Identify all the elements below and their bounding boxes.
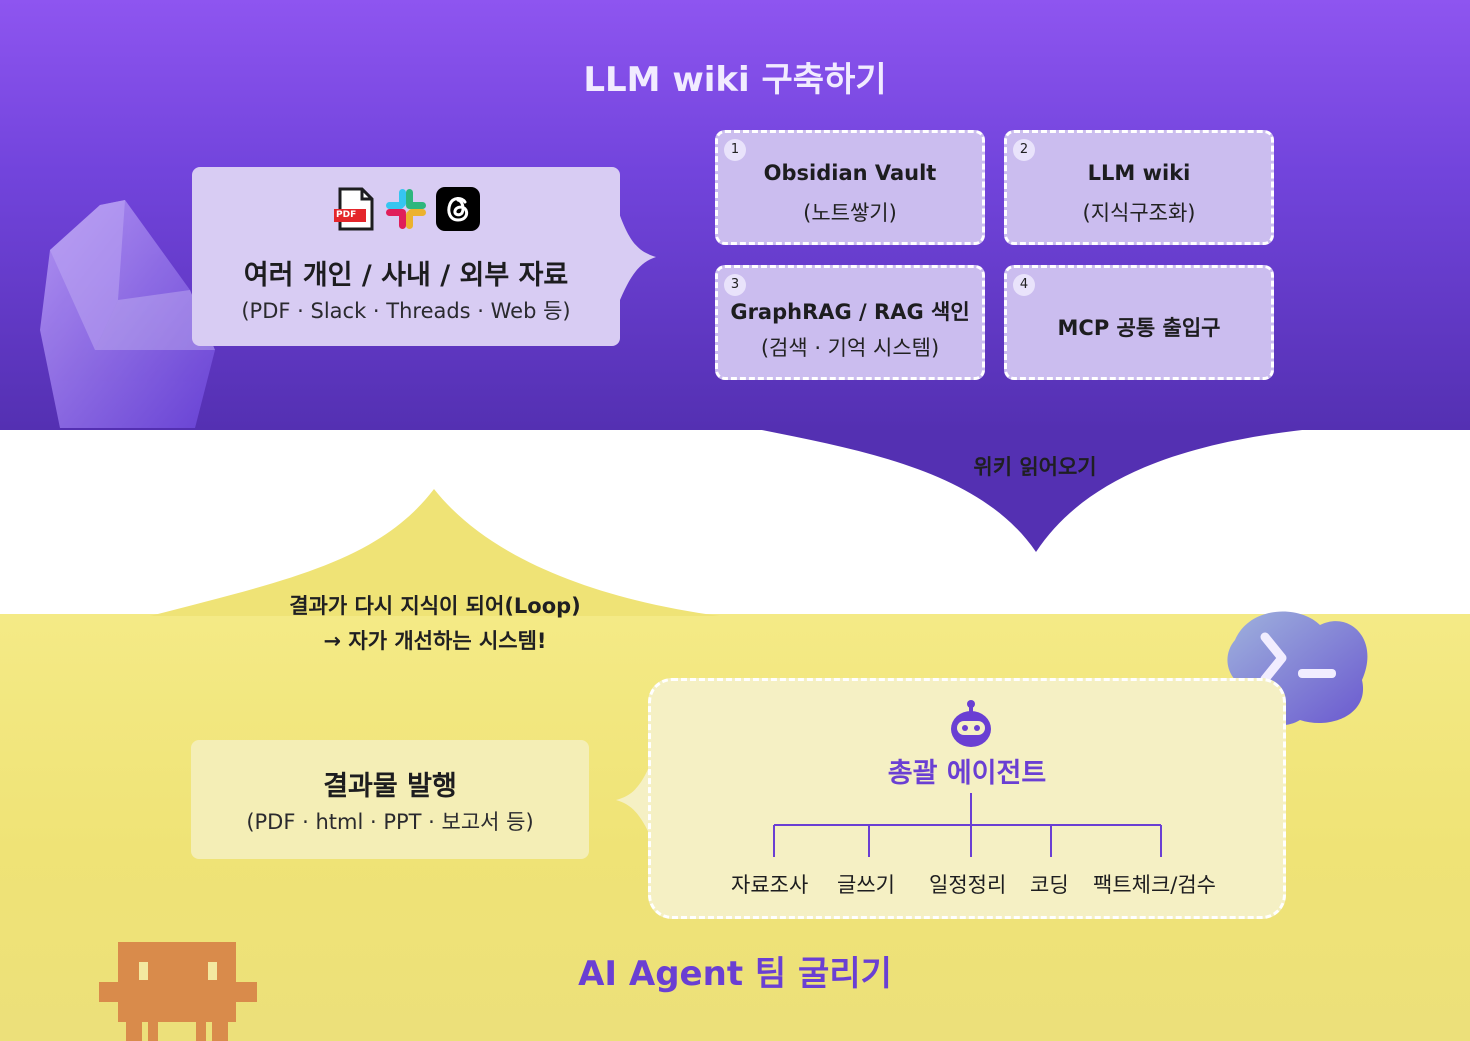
step-1-title: Obsidian Vault (763, 161, 937, 185)
read-wiki-arrow (752, 428, 1320, 552)
loop-arrow (150, 489, 720, 616)
worker-research: 자료조사 (731, 873, 809, 897)
step-4-number: 4 (1013, 274, 1035, 296)
source-box-title: 여러 개인 / 사내 / 외부 자료 (243, 260, 569, 291)
robot-icon (951, 700, 991, 747)
step-2-number: 2 (1013, 139, 1035, 161)
loop-label-line1: 결과가 다시 지식이 되어(Loop) (289, 594, 581, 618)
worker-coding: 코딩 (1030, 873, 1069, 897)
step-2-title: LLM wiki (1087, 161, 1191, 185)
worker-writing: 글쓰기 (837, 873, 895, 897)
source-box-pointer (618, 210, 656, 305)
publish-box-title: 결과물 발행 (323, 771, 457, 802)
threads-icon (436, 187, 480, 231)
pdf-icon-label: PDF (336, 210, 357, 220)
top-section-title: LLM wiki 구축하기 (583, 60, 887, 100)
step-3-box: 3 GraphRAG / RAG 색인 (검색 · 기억 시스템) (715, 265, 985, 380)
agent-tree-lines (773, 793, 1162, 857)
source-icons: PDF (332, 187, 480, 231)
worker-factcheck: 팩트체크/검수 (1093, 873, 1216, 897)
pdf-icon: PDF (332, 187, 376, 231)
pixel-bench-icon (99, 942, 257, 1041)
obsidian-icon (40, 200, 215, 428)
source-box: PDF 여러 개인 / 사내 / 외부 자료 (PDF · Slack · Th… (192, 167, 620, 346)
publish-box: 결과물 발행 (PDF · html · PPT · 보고서 등) (191, 740, 589, 859)
step-1-number: 1 (724, 139, 746, 161)
step-2-subtitle: (지식구조화) (1082, 201, 1196, 225)
agent-box: 총괄 에이전트 자료조사 글쓰기 일정정리 코딩 팩트체크/검수 (648, 678, 1286, 919)
source-box-subtitle: (PDF · Slack · Threads · Web 등) (241, 299, 571, 323)
bottom-section-title: AI Agent 팀 굴리기 (578, 954, 892, 994)
slack-icon (384, 187, 428, 231)
step-4-title: MCP 공통 출입구 (1057, 316, 1221, 340)
publish-box-subtitle: (PDF · html · PPT · 보고서 등) (246, 810, 534, 834)
step-1-box: 1 Obsidian Vault (노트쌓기) (715, 130, 985, 245)
step-3-title: GraphRAG / RAG 색인 (730, 300, 970, 324)
agent-box-pointer (616, 760, 652, 840)
step-1-subtitle: (노트쌓기) (803, 201, 897, 225)
step-3-subtitle: (검색 · 기억 시스템) (760, 336, 940, 360)
step-2-box: 2 LLM wiki (지식구조화) (1004, 130, 1274, 245)
worker-scheduling: 일정정리 (929, 873, 1007, 897)
loop-label-line2: → 자가 개선하는 시스템! (323, 629, 547, 653)
step-3-number: 3 (724, 274, 746, 296)
read-wiki-label: 위키 읽어오기 (973, 455, 1097, 479)
agent-box-title: 총괄 에이전트 (887, 758, 1047, 789)
step-4-box: 4 MCP 공통 출입구 (1004, 265, 1274, 380)
